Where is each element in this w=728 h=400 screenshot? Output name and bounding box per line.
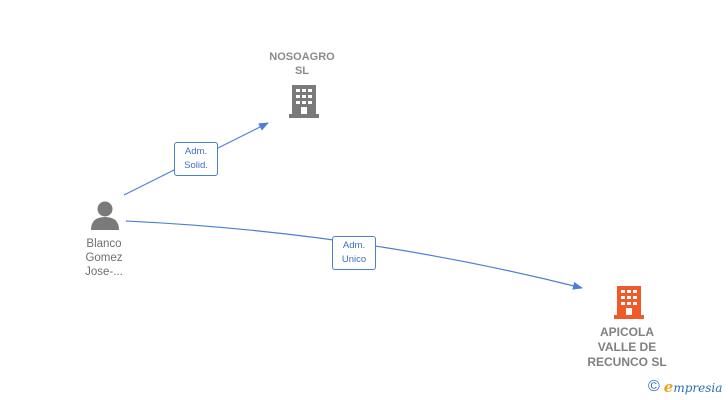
copyright-brand: © empresia <box>648 378 722 396</box>
company-label-nosoagro[interactable]: NOSOAGRO SL <box>269 51 335 77</box>
edge-label-adm-solid[interactable]: Adm. Solid. <box>174 142 218 176</box>
brand-logo: empresia <box>663 378 723 396</box>
person-icon[interactable] <box>91 201 119 231</box>
edge-label-adm-unico[interactable]: Adm. Unico <box>332 236 376 270</box>
building-icon[interactable] <box>289 85 319 118</box>
building-icon[interactable] <box>614 286 644 319</box>
copyright-icon: © <box>648 378 660 395</box>
company-label-apicola[interactable]: APICOLA VALLE DE RECUNCO SL <box>587 325 667 369</box>
person-label[interactable]: Blanco Gomez Jose-... <box>85 238 123 278</box>
